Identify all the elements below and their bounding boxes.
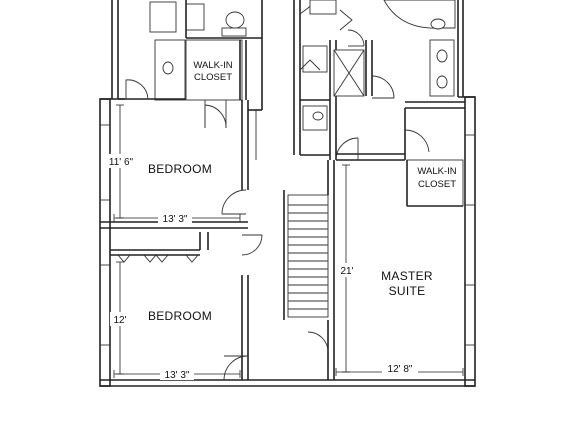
bedroom-upper-label: BEDROOM	[148, 162, 212, 176]
staircase	[287, 194, 329, 318]
upper-bath-area	[118, 0, 263, 101]
sink-icon-2	[436, 75, 448, 89]
bedroom-lower-label: BEDROOM	[148, 309, 212, 323]
labels: WALK-IN CLOSET WALK-IN CLOSET BEDROOM 11…	[108, 58, 460, 381]
dimension-lines	[113, 104, 464, 378]
central-hall	[283, 0, 365, 380]
master-label-line1: MASTER	[381, 269, 433, 283]
closet-right-line2: CLOSET	[418, 179, 456, 190]
sink-icon-1	[436, 49, 448, 63]
bedroom-lower	[110, 232, 263, 381]
closet-left-line2: CLOSET	[194, 72, 232, 83]
bedroom-upper-width: 13' 3"	[163, 214, 188, 225]
master-width: 12' 8"	[388, 364, 413, 375]
washer-fixture	[302, 45, 328, 73]
dryer-fixture	[302, 105, 328, 131]
toilet-icon	[225, 11, 245, 29]
sink-icon	[162, 61, 174, 75]
bedroom-lower-depth: 12'	[113, 315, 126, 326]
tub-fixture	[149, 1, 177, 33]
closet-left-box	[185, 39, 243, 101]
bedroom-lower-width: 13' 3"	[165, 370, 190, 381]
master-label-line2: SUITE	[389, 284, 426, 298]
master-bath	[336, 0, 465, 207]
closet-right-line1: WALK-IN	[417, 166, 456, 177]
shower-fixture	[185, 3, 205, 31]
master-depth: 21'	[340, 266, 353, 277]
closet-left-line1: WALK-IN	[193, 60, 232, 71]
bedroom-upper-depth: 11' 6"	[109, 157, 134, 168]
